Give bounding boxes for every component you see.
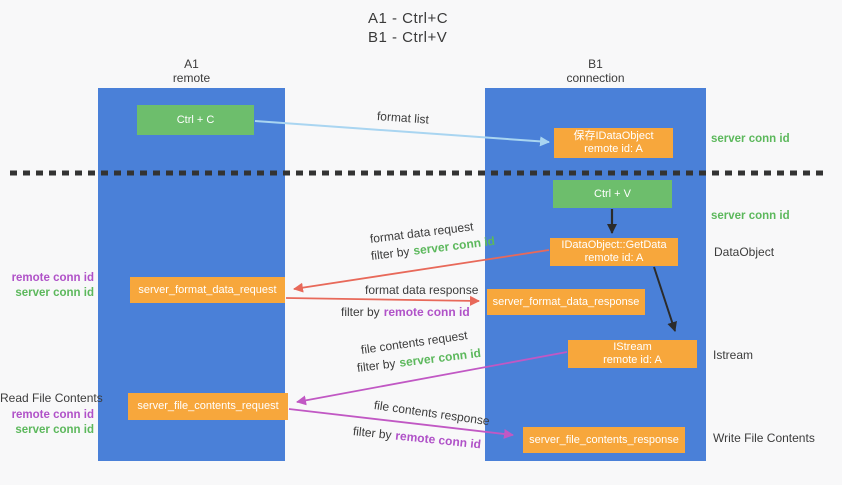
lifeline-a1-name: A1: [184, 57, 199, 71]
node-idataobject-getdata: IDataObject::GetData remote id: A: [550, 238, 678, 266]
label-format-data-response: format data response: [365, 283, 479, 297]
remote-conn-id-key: remote conn id: [383, 305, 470, 319]
title-line-ctrl-v: B1 - Ctrl+V: [368, 29, 448, 46]
node-server-format-data-request: server_format_data_request: [130, 277, 285, 303]
node-ctrl-v: Ctrl + V: [553, 180, 672, 208]
lifeline-a1-role: remote: [172, 71, 211, 85]
filter-by-text: filter by: [352, 424, 393, 443]
node-format-response-label: server_format_data_response: [492, 295, 640, 308]
node-istream-line2: remote id: A: [603, 354, 662, 366]
label-format-list: format list: [376, 109, 430, 127]
filter-by-text: filter by: [370, 244, 411, 263]
diagram-title: A1 - Ctrl+C B1 - Ctrl+V: [368, 9, 448, 47]
node-save-line2: remote id: A: [584, 143, 643, 155]
title-line-ctrl-c: A1 - Ctrl+C: [368, 10, 449, 27]
right-label-server-conn-id-paste: server conn id: [711, 210, 790, 222]
node-file-request-label: server_file_contents_request: [137, 400, 279, 412]
right-label-istream: Istream: [713, 348, 754, 362]
left-label-read-file-contents: Read File Contents: [0, 391, 103, 405]
lifeline-b1-role: connection: [566, 71, 625, 85]
filter-by-text: filter by: [356, 356, 397, 375]
right-label-dataobject: DataObject: [714, 245, 775, 259]
node-ctrl-c: Ctrl + C: [137, 105, 254, 135]
left-label-server-conn-id-file: server conn id: [15, 424, 94, 436]
node-istream-line1: IStream: [613, 341, 652, 353]
node-file-response-label: server_file_contents_response: [529, 433, 679, 446]
node-server-file-contents-response: server_file_contents_response: [523, 427, 685, 453]
left-label-remote-conn-id-file: remote conn id: [11, 409, 94, 421]
node-server-file-contents-request: server_file_contents_request: [128, 393, 288, 420]
left-label-remote-conn-id-format: remote conn id: [11, 272, 94, 284]
lifeline-b1-name: B1: [588, 57, 603, 71]
node-getdata-line1: IDataObject::GetData: [561, 239, 667, 251]
arrow-format-data-response: [285, 295, 480, 306]
node-ctrl-v-label: Ctrl + V: [594, 187, 631, 200]
left-label-server-conn-id-format: server conn id: [15, 287, 94, 299]
node-save-line1: 保存IDataObject: [573, 130, 654, 142]
node-format-request-label: server_format_data_request: [138, 283, 277, 296]
right-label-server-conn-id-save: server conn id: [711, 133, 790, 145]
node-ctrl-c-label: Ctrl + C: [176, 113, 215, 126]
remote-conn-id-key: remote conn id: [394, 428, 482, 452]
lifeline-header-a1: A1 remote: [98, 57, 285, 85]
label-file-contents-response: file contents response: [373, 398, 491, 429]
lifeline-header-b1: B1 connection: [485, 57, 706, 85]
node-save-idataobject: 保存IDataObject remote id: A: [554, 128, 673, 158]
filter-by-text: filter by: [341, 305, 380, 319]
node-getdata-line2: remote id: A: [584, 252, 644, 264]
node-istream: IStream remote id: A: [568, 340, 697, 368]
right-label-write-file-contents: Write File Contents: [713, 431, 815, 445]
node-server-format-data-response: server_format_data_response: [487, 289, 645, 315]
